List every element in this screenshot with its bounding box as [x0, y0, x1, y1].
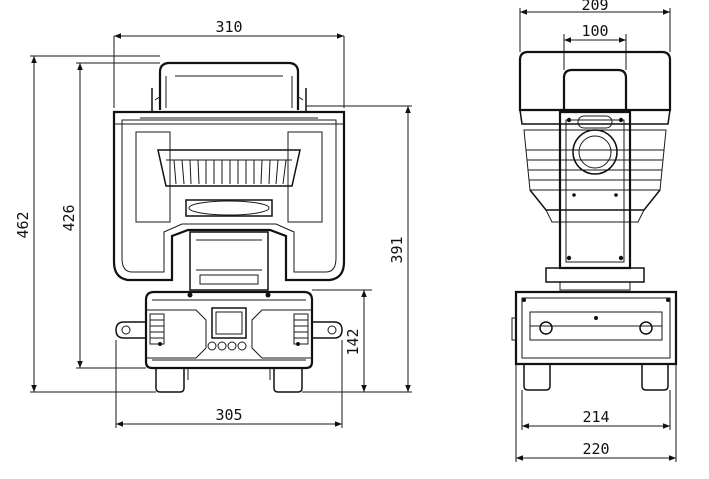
dim-209: 209	[581, 0, 608, 14]
dim-100: 100	[581, 22, 608, 40]
dim-142: 142	[344, 328, 362, 355]
front-head-top	[151, 61, 307, 112]
side-base	[511, 290, 678, 391]
dim-391: 391	[388, 236, 406, 263]
dim-305: 305	[215, 406, 242, 424]
front-yoke	[112, 110, 346, 282]
front-base	[115, 290, 343, 393]
front-lens-area	[157, 149, 301, 217]
dim-426: 426	[60, 204, 78, 231]
dim-214: 214	[582, 408, 609, 426]
front-neck	[189, 231, 269, 291]
dim-462: 462	[14, 211, 32, 238]
side-arm	[545, 68, 645, 291]
dim-220: 220	[582, 440, 609, 458]
side-view: 209 100 214 220	[511, 0, 678, 462]
side-dimensions	[515, 8, 677, 462]
front-dimensions	[30, 33, 412, 428]
dim-310: 310	[215, 18, 242, 36]
side-head	[518, 50, 672, 223]
front-view: 310 462 426 391 142 305	[14, 18, 412, 428]
